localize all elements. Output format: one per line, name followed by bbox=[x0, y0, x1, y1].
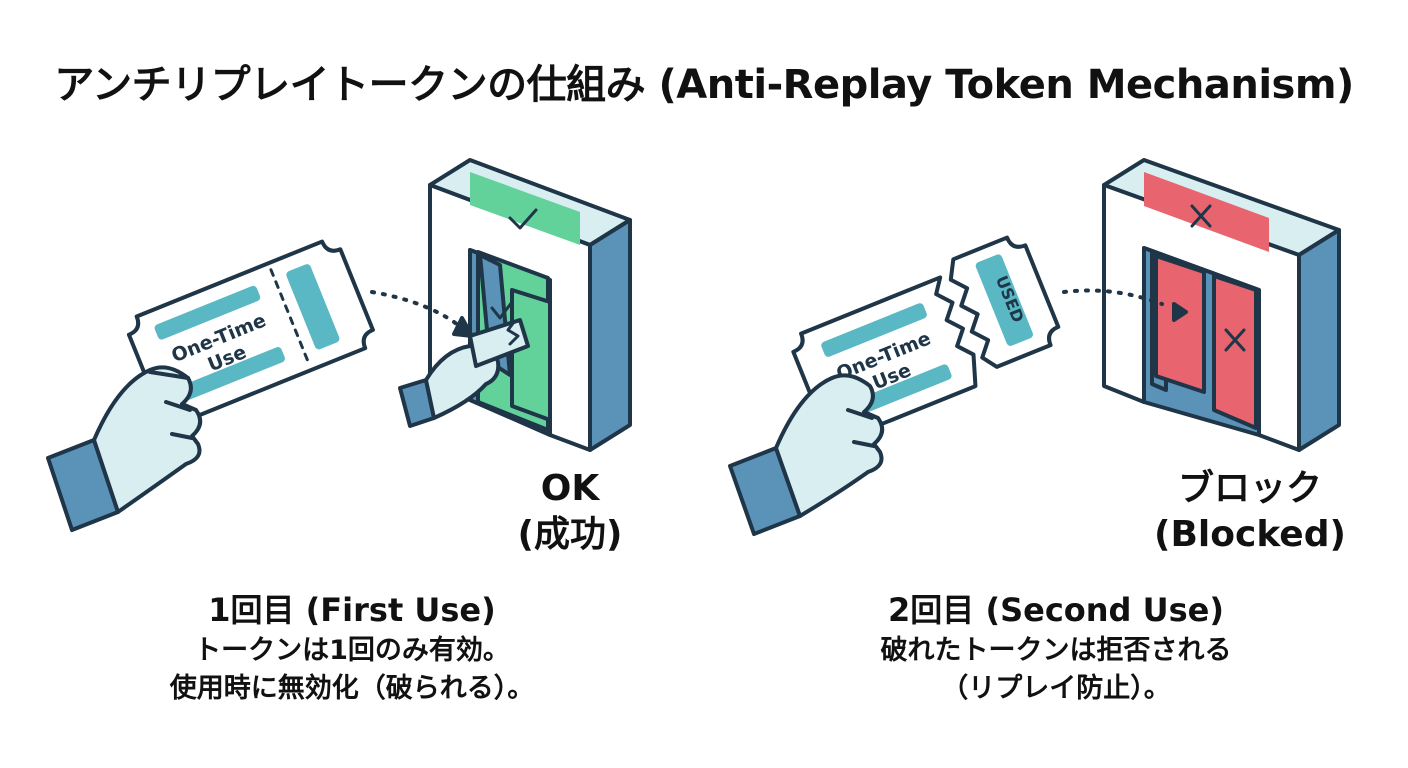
second-use-scene: USED One-Time Use bbox=[704, 140, 1408, 570]
result-blocked-label: ブロック (Blocked) bbox=[1154, 468, 1346, 555]
page-title: アンチリプレイトークンの仕組み (Anti-Replay Token Mecha… bbox=[54, 62, 1354, 108]
hand-icon bbox=[728, 373, 885, 536]
second-use-heading: 2回目 (Second Use) bbox=[888, 591, 1224, 629]
second-use-line1: 破れたトークンは拒否される bbox=[880, 635, 1232, 666]
cross-icon bbox=[1224, 328, 1246, 352]
second-use-line2: （リプレイ防止）。 bbox=[941, 673, 1171, 704]
check-icon bbox=[490, 300, 514, 320]
motion-path bbox=[1062, 288, 1164, 306]
second-use-illustration: USED One-Time Use bbox=[728, 158, 1341, 536]
first-use-scene: One-Time Use bbox=[0, 140, 704, 570]
second-use-caption: 2回目 (Second Use) 破れたトークンは拒否される （リプレイ防止）。 bbox=[756, 588, 1356, 708]
hand-icon bbox=[46, 365, 203, 532]
first-use-heading: 1回目 (First Use) bbox=[208, 591, 496, 629]
torn-ticket-icon: USED bbox=[948, 235, 1061, 369]
first-use-line2: 使用時に無効化（破られる）。 bbox=[169, 673, 535, 704]
gate-icon bbox=[1102, 158, 1341, 452]
first-use-illustration: One-Time Use bbox=[46, 158, 632, 532]
check-icon bbox=[508, 208, 538, 230]
hand-icon bbox=[398, 318, 530, 428]
cross-icon bbox=[1190, 204, 1212, 228]
motion-path bbox=[370, 290, 464, 330]
first-use-line1: トークンは1回のみ有効。 bbox=[194, 635, 510, 666]
result-ok-label: OK (成功) bbox=[517, 468, 623, 555]
first-use-caption: 1回目 (First Use) トークンは1回のみ有効。 使用時に無効化（破られ… bbox=[52, 588, 652, 708]
